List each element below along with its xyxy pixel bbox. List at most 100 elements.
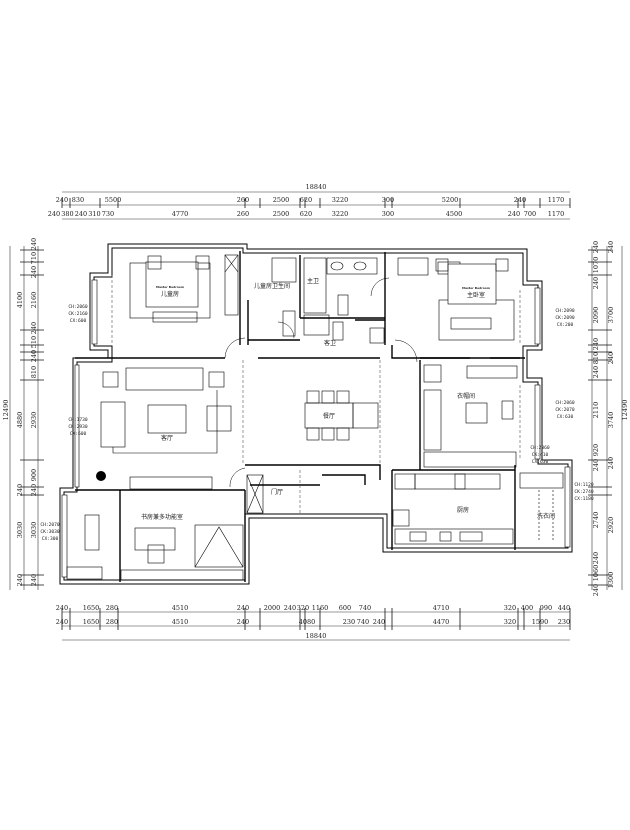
dimension-label: 4510: [172, 618, 189, 626]
window-note: CH:1120: [574, 482, 594, 488]
dimension-label: 260: [237, 210, 249, 218]
dimension-label: 240: [607, 457, 615, 469]
dimension-label: 1300: [607, 572, 615, 589]
window-note: CX:1180: [574, 496, 594, 502]
dimension-label: 240: [30, 322, 38, 334]
room-label-kids-bathroom: 儿童房卫生间: [254, 282, 290, 290]
dimension-label: 2160: [30, 292, 38, 309]
dimension-label: 18840: [306, 632, 327, 640]
dimension-label: 1650: [83, 618, 100, 626]
dimension-label: 2500: [273, 196, 290, 204]
dimension-label: 280: [106, 618, 118, 626]
dimension-label: 320: [504, 604, 516, 612]
dimension-label: 3030: [16, 522, 24, 539]
dimension-label: 310: [88, 210, 100, 218]
dimension-label: 240: [56, 604, 68, 612]
dimension-label: 260: [237, 196, 249, 204]
dimension-label: 4470: [433, 618, 450, 626]
dimension-label: 4770: [172, 210, 189, 218]
dimension-label: 240: [30, 484, 38, 496]
dimension-label: 240: [592, 584, 600, 596]
dimension-label: 2500: [273, 210, 290, 218]
dimension-label: 1160: [312, 604, 329, 612]
dimension-label: 240: [592, 277, 600, 289]
dimension-label: 320: [297, 604, 309, 612]
dimension-label: 810: [592, 352, 600, 364]
dimension-label: 1070: [592, 257, 600, 274]
room-label-foyer: 门厅: [271, 488, 283, 496]
dimension-label: 1590: [532, 618, 549, 626]
dimension-label: 830: [72, 196, 84, 204]
window-note: CX:300: [42, 536, 59, 542]
dimension-label: 300: [382, 210, 394, 218]
window-notes: CH:2060CK:2160CX:600CH:1730CK:2930CX:600…: [40, 304, 594, 542]
dimension-label: 240: [373, 618, 385, 626]
dimension-label: 240: [592, 241, 600, 253]
dimension-label: 4710: [433, 604, 450, 612]
room-label-kitchen: 厨房: [457, 506, 469, 514]
dimension-label: 320: [504, 618, 516, 626]
dimension-label: 400: [521, 604, 533, 612]
room-label-master-bedroom-en: Master Bedroom: [462, 286, 490, 290]
dimension-label: 2110: [592, 402, 600, 419]
dimension-label: 240: [75, 210, 87, 218]
room-label-kids-room-en: Master Bedroom: [156, 285, 184, 289]
dimension-label: 4500: [446, 210, 463, 218]
room-label-laundry: 洗衣间: [537, 512, 555, 520]
dimension-label: 240: [508, 210, 520, 218]
room-label-master-bedroom: 主卧室: [467, 291, 485, 299]
room-label-walk-in-closet: 衣帽间: [457, 392, 475, 400]
dimension-label: 440: [558, 604, 570, 612]
dimension-label: 240: [592, 459, 600, 471]
exterior-walls: [59, 243, 573, 585]
window-note: CK:410: [532, 452, 549, 458]
window-note: CH:2060: [68, 304, 88, 310]
dimension-label: 700: [524, 210, 536, 218]
dimension-label: 230: [558, 618, 570, 626]
dimension-label: 620: [300, 210, 312, 218]
dimension-label: 920: [592, 444, 600, 456]
dimension-label: 600: [339, 604, 351, 612]
dimension-label: 2920: [607, 517, 615, 534]
dimension-label: 900: [30, 469, 38, 481]
dimension-label: 300: [382, 196, 394, 204]
window-note: CX:630: [532, 459, 549, 465]
window-note: CK:2070: [555, 407, 575, 413]
dimension-label: 710: [30, 252, 38, 264]
dimension-label: 18840: [306, 183, 327, 191]
window-note: CH:2090: [555, 308, 575, 314]
dashed-boundaries: [111, 275, 521, 515]
dimension-label: 280: [106, 604, 118, 612]
dimension-label: 740: [359, 604, 371, 612]
dimension-label: 240: [16, 574, 24, 586]
dimension-label: 4880: [16, 412, 24, 429]
dimension-label: 990: [540, 604, 552, 612]
dimension-label: 1650: [83, 604, 100, 612]
window-note: CX:600: [70, 318, 87, 324]
dimension-label: 3030: [30, 522, 38, 539]
plant-icon: [96, 471, 106, 481]
dimension-label: 240: [237, 604, 249, 612]
dimension-label: 240: [607, 352, 615, 364]
dimension-label: 4100: [16, 292, 24, 309]
dimension-label: 240: [514, 196, 526, 204]
dimension-label: 240: [48, 210, 60, 218]
window-note: CX:630: [557, 414, 574, 420]
furniture: [66, 254, 564, 581]
dimension-label: 240: [30, 238, 38, 250]
dimension-label: 3220: [332, 196, 349, 204]
window-note: CX:600: [70, 431, 87, 437]
dimension-label: 740: [357, 618, 369, 626]
window-note: CH:2060: [555, 400, 575, 406]
dimension-label: 3220: [332, 210, 349, 218]
dimension-label: 240: [284, 604, 296, 612]
window-note: CX:200: [557, 322, 574, 328]
dimension-label: 240: [592, 366, 600, 378]
dimension-label: 4510: [172, 604, 189, 612]
window-note: CK:2930: [68, 424, 88, 430]
dimension-label: 12490: [621, 400, 629, 421]
dimension-label: 3740: [607, 412, 615, 429]
dimension-label: 1060: [592, 565, 600, 582]
room-label-living-room: 客厅: [161, 434, 173, 442]
